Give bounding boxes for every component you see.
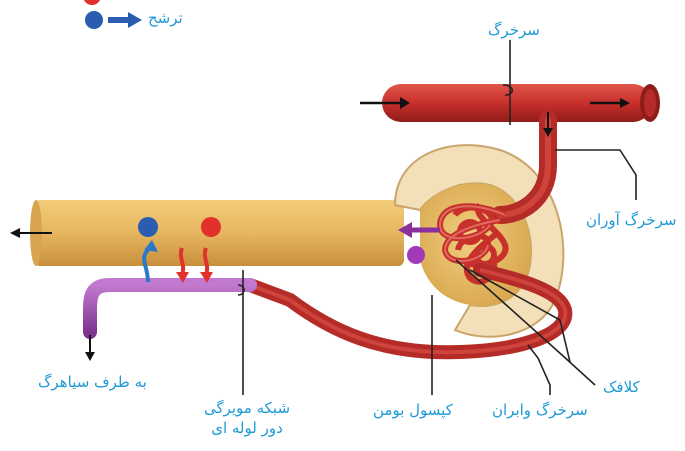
afferent-artery-label: سرخرگ آوران (586, 210, 676, 230)
legend (83, 0, 142, 29)
blue-particle (138, 217, 158, 237)
legend-blue-particle-icon (85, 11, 103, 29)
artery-label: سرخرگ (488, 20, 540, 40)
reabsorption-arrow-1-icon (181, 248, 183, 275)
efferent-artery-label: سرخرگ وابران (492, 400, 588, 420)
peritubular-network-label: شبکه مویرگی دور لوله ای (192, 398, 302, 438)
red-particle-tubule (201, 217, 221, 237)
peritubular-network (85, 285, 250, 361)
legend-filtration-label: ترشح (148, 8, 183, 28)
legend-arrow-icon (108, 12, 142, 28)
glomerulus-label: کلافک (603, 377, 640, 397)
peritubular-network-label-line2: دور لوله ای (192, 418, 302, 438)
reabsorption-arrow-2-icon (205, 248, 207, 275)
bowman-capsule-label: کپسول بومن (373, 400, 453, 420)
legend-red-particle-icon (83, 0, 101, 5)
peritubular-network-label-line1: شبکه مویرگی (192, 398, 302, 418)
to-vein-label: به طرف سیاهرگ (38, 372, 147, 392)
purple-particle (407, 246, 425, 264)
